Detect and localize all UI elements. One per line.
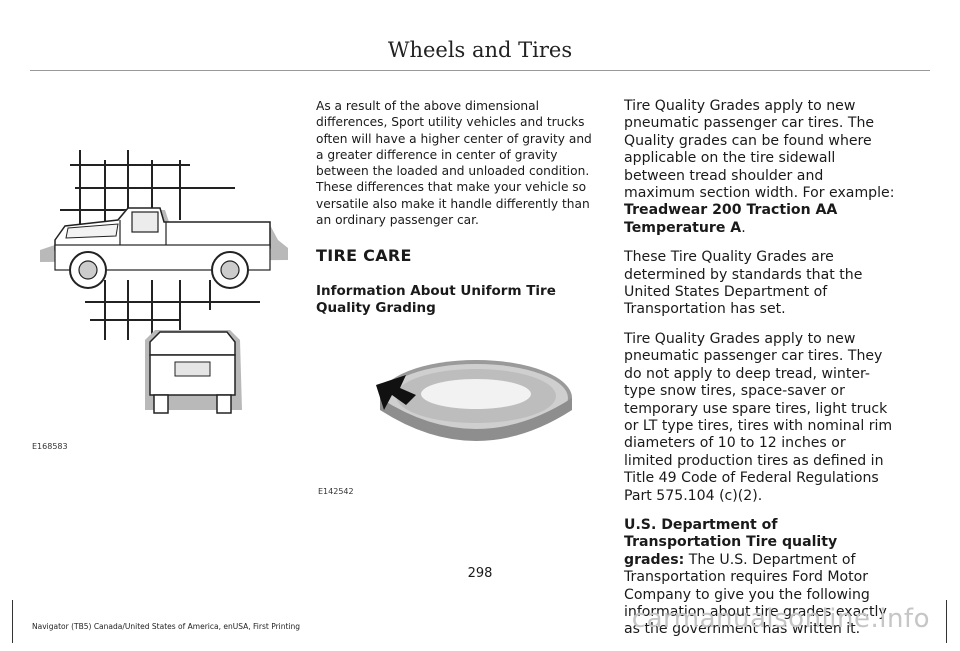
page-number: 298: [467, 566, 493, 581]
right-column: Tire Quality Grades apply to new pneumat…: [624, 98, 898, 651]
grades-paragraph-2: These Tire Quality Grades are determined…: [624, 249, 863, 318]
grades-paragraph-1: Tire Quality Grades apply to new pneumat…: [624, 98, 898, 237]
tire-illustration: [356, 340, 586, 470]
grades-example: Treadwear 200 Traction AA Temperature A: [624, 202, 838, 236]
crop-mark-left: [12, 600, 13, 643]
truck-diagram: [40, 150, 288, 414]
middle-column: As a result of the above dimensional dif…: [316, 98, 600, 317]
header-divider: [30, 70, 930, 71]
figure-id-tire: E142542: [318, 487, 354, 496]
dot-grades-label: U.S. Department of Transportation Tire q…: [624, 516, 838, 568]
grades-paragraph-3: Tire Quality Grades apply to new pneumat…: [624, 330, 893, 504]
dot-grades-text: The U.S. Department of Transportation re…: [624, 551, 887, 638]
truck-illustration: [30, 130, 300, 460]
watermark: carmanualsonline.info: [631, 604, 930, 634]
section-heading: TIRE CARE: [316, 246, 412, 266]
subsection-heading: Information About Uniform Tire Quality G…: [316, 283, 556, 317]
grades-paragraph-1-text: Tire Quality Grades apply to new pneumat…: [624, 98, 895, 202]
crop-mark-right: [946, 600, 947, 643]
page-header-title: Wheels and Tires: [387, 38, 573, 62]
figure-id-truck: E168583: [32, 442, 68, 451]
grades-paragraph-1-end: .: [741, 219, 746, 236]
tire-diagram: [376, 360, 572, 441]
footer-text: Navigator (TB5) Canada/United States of …: [32, 622, 301, 631]
grades-paragraph-4: U.S. Department of Transportation Tire q…: [624, 517, 898, 639]
intro-paragraph: As a result of the above dimensional dif…: [316, 99, 592, 228]
